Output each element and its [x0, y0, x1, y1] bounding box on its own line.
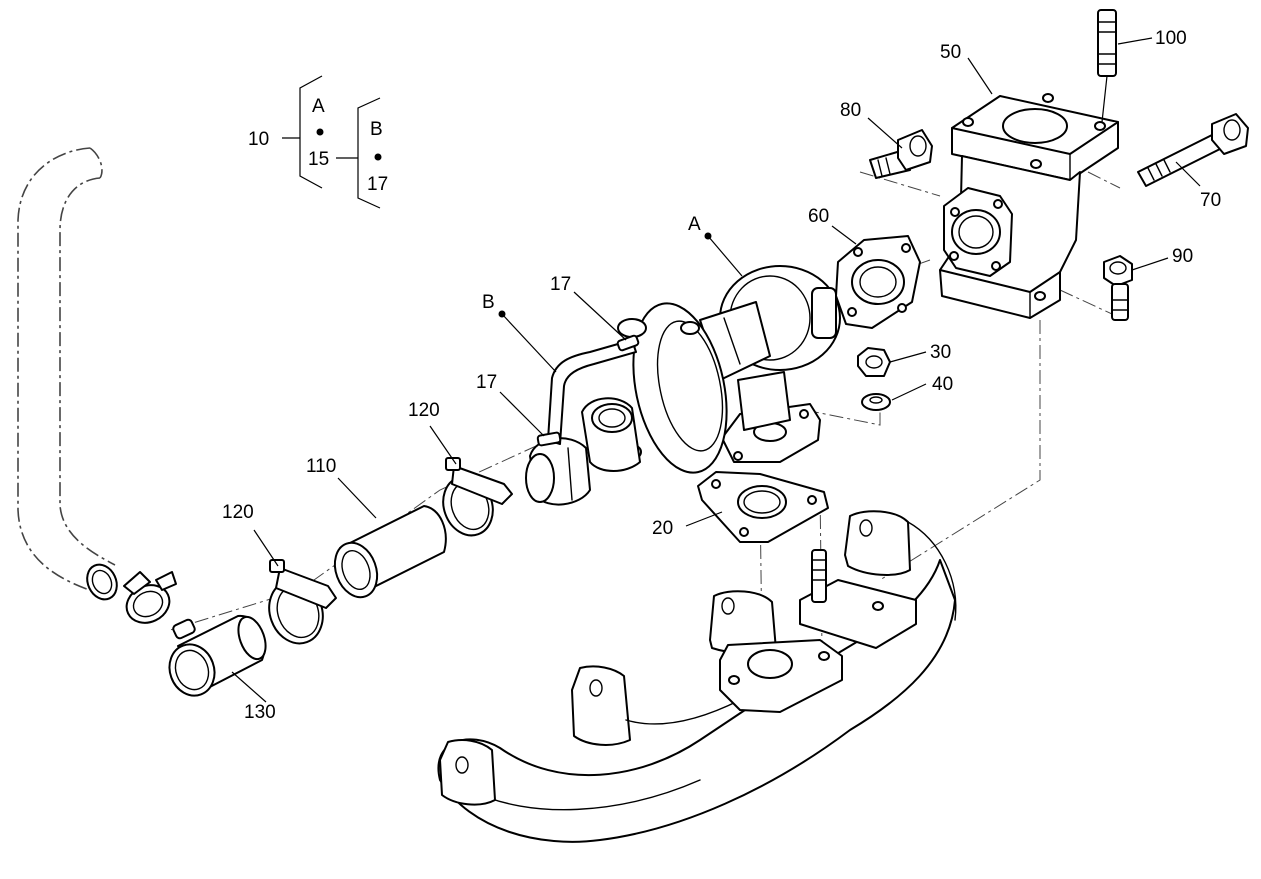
label-60: 60: [808, 206, 829, 227]
label-110: 110: [306, 456, 336, 477]
label-70: 70: [1200, 190, 1221, 211]
label-A: A: [688, 214, 701, 235]
part-labels: 10 15 17 A B 100 50 80 70 60 90 A B 17 1…: [222, 28, 1221, 723]
label-17-lower: 17: [476, 372, 497, 393]
bolt-90: [1103, 255, 1133, 321]
label-A-tree: A: [312, 96, 325, 117]
label-10: 10: [248, 129, 269, 150]
label-120-lower: 120: [222, 502, 254, 523]
gasket-20: [697, 471, 829, 543]
label-80: 80: [840, 100, 861, 121]
clamp-hose-end: [123, 571, 177, 624]
label-B-tree: B: [370, 119, 383, 140]
exhaust-elbow: [939, 93, 1119, 319]
exhaust-manifold: [437, 510, 957, 843]
label-20: 20: [652, 518, 673, 539]
label-30: 30: [930, 342, 951, 363]
label-130: 130: [244, 702, 276, 723]
assembly-tree: [282, 75, 382, 209]
label-40: 40: [932, 374, 953, 395]
label-B: B: [482, 292, 495, 313]
label-50: 50: [940, 42, 961, 63]
clamp-120-upper: [442, 457, 513, 537]
label-15: 15: [308, 149, 329, 170]
coolant-hose: [17, 147, 118, 601]
gasket-60: [835, 235, 921, 329]
label-17-tree: 17: [367, 174, 388, 195]
nut-30: [857, 347, 891, 377]
label-100: 100: [1155, 28, 1187, 49]
leader-lines: [231, 37, 1201, 703]
pipe-130: [168, 614, 267, 697]
hose-110: [333, 505, 447, 599]
bolt-80: [869, 129, 933, 179]
label-120-upper: 120: [408, 400, 440, 421]
label-90: 90: [1172, 246, 1193, 267]
turbocharger: [525, 265, 841, 506]
label-17-upper: 17: [550, 274, 571, 295]
stud-100: [1097, 9, 1117, 123]
bolt-70: [1137, 113, 1249, 187]
clamp-120-lower: [268, 559, 337, 645]
washer-40: [861, 393, 891, 411]
